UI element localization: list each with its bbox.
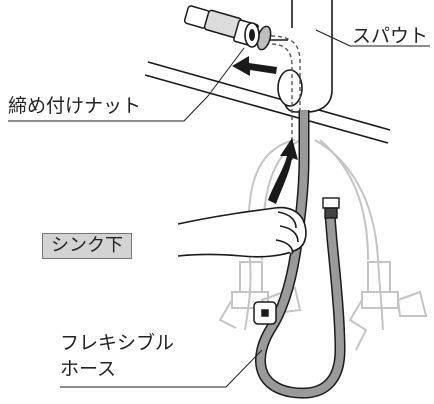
under-sink-label: シンク下 [42, 233, 132, 259]
tightening-nut-label: 締め付けナット [8, 95, 142, 117]
left-arrow-icon [232, 56, 277, 76]
nut-icon [244, 22, 260, 48]
countertop [144, 61, 391, 144]
flexible-hose-label-line2: ホース [60, 358, 117, 380]
flexible-hose-label: フレキシブル ホース [60, 330, 174, 382]
up-curved-arrow-icon [268, 138, 298, 204]
hidden-hose-path [236, 35, 301, 160]
hose-connector [322, 197, 340, 219]
flexible-hose-label-line1: フレキシブル [60, 332, 175, 354]
hose-clip [253, 301, 277, 325]
leader-lines [8, 29, 430, 388]
spout-label: スパウト [352, 25, 429, 47]
hand-illustration [177, 206, 307, 258]
hose-end-fitting [183, 5, 272, 51]
